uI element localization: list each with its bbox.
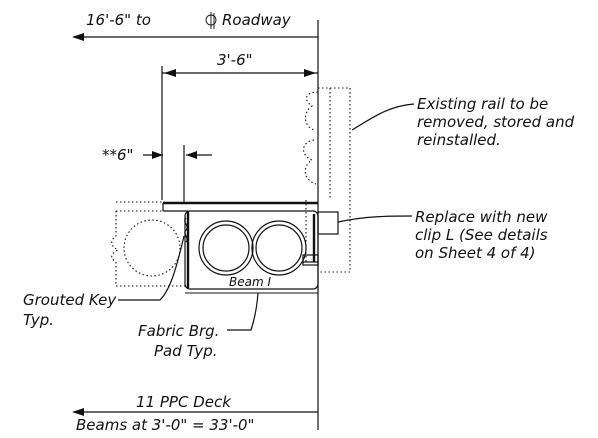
centerline-icon bbox=[205, 12, 217, 29]
callout-grouted-key: Grouted Key Typ. bbox=[23, 235, 185, 329]
existing-rail-line-3: reinstalled. bbox=[417, 131, 501, 149]
existing-rail bbox=[303, 87, 351, 273]
grouted-key-line-1: Grouted Key bbox=[23, 291, 117, 309]
deck-beam: Beam I bbox=[184, 210, 319, 294]
beam-label: Beam I bbox=[229, 275, 271, 289]
grouted-key-line-2: Typ. bbox=[23, 311, 54, 329]
deck-count-label: 11 PPC Deck bbox=[136, 393, 232, 411]
grouted-key bbox=[184, 217, 188, 243]
callout-fabric-pad: Fabric Brg. Pad Typ. bbox=[138, 292, 259, 360]
offset-label: **6" bbox=[102, 146, 133, 164]
beam-spacing-label: Beams at 3'-0" = 33'-0" bbox=[76, 416, 254, 434]
roadway-dimension-label: 16'-6" to bbox=[86, 11, 151, 29]
roadway-label: Roadway bbox=[222, 11, 292, 29]
fabric-pad-line-1: Fabric Brg. bbox=[138, 322, 219, 340]
deck-dimension: 11 PPC Deck Beams at 3'-0" = 33'-0" bbox=[72, 393, 318, 434]
clip-line-1: Replace with new bbox=[415, 208, 548, 226]
callout-existing-rail: Existing rail to be removed, stored and … bbox=[351, 95, 575, 149]
rail-width-label: 3'-6" bbox=[217, 51, 253, 69]
rail-width-dimension: 3'-6" bbox=[161, 51, 318, 200]
rail-clip bbox=[302, 211, 339, 266]
deck-slab bbox=[162, 201, 318, 212]
clip-line-3: on Sheet 4 of 4) bbox=[415, 244, 536, 262]
fabric-pad-line-2: Pad Typ. bbox=[154, 342, 218, 360]
offset-dimension: **6" bbox=[102, 145, 212, 204]
adjacent-beam bbox=[111, 201, 185, 287]
callout-clip: Replace with new clip L (See details on … bbox=[337, 208, 548, 262]
existing-rail-line-1: Existing rail to be bbox=[417, 95, 548, 113]
clip-line-2: clip L (See details bbox=[415, 226, 548, 244]
existing-rail-line-2: removed, stored and bbox=[417, 113, 575, 131]
